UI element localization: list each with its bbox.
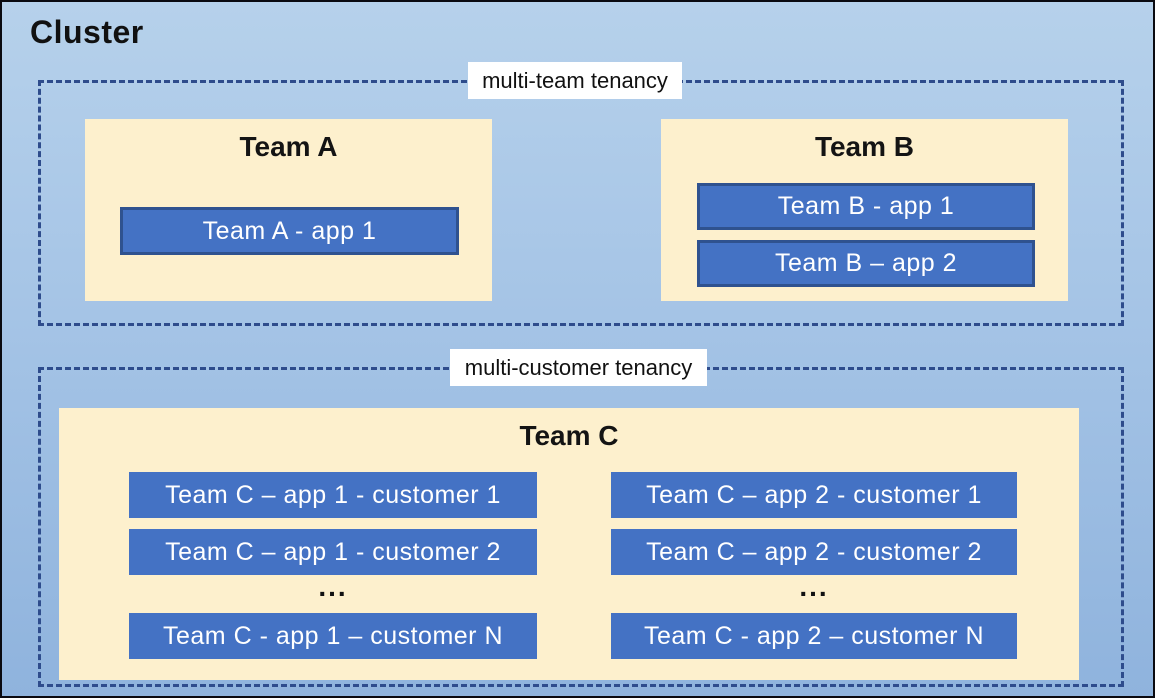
team-a-title: Team A [239,131,338,162]
team-c-title: Team C [519,420,619,451]
team-c-app-1-customer-1-box: Team C – app 1 - customer 1 [129,472,537,518]
team-c-app2-ellipsis: ... [799,571,829,602]
team-c-app2-column: Team C – app 2 - customer 1 Team C – app… [611,408,1017,680]
team-c-app-2-customer-1-box: Team C – app 2 - customer 1 [611,472,1017,518]
team-c-app1-ellipsis: ... [318,571,348,602]
team-b-title: Team B [814,131,915,162]
cluster-title: Cluster [30,14,144,50]
team-c-app-2-customer-n-box: Team C - app 2 – customer N [611,613,1017,659]
team-c-app-1-customer-n-box: Team C - app 1 – customer N [129,613,537,659]
team-c-box: Team C Team C – app 1 - customer 1 Team … [59,408,1079,680]
multi-customer-tenancy-label: multi-customer tenancy [450,349,707,386]
team-b-box: Team B Team B - app 1 Team B – app 2 [661,119,1068,301]
team-a-app-1-box: Team A - app 1 [120,207,459,255]
team-c-app-2-customer-2-box: Team C – app 2 - customer 2 [611,529,1017,575]
team-a-box: Team A Team A - app 1 [85,119,492,301]
multi-team-tenancy-label: multi-team tenancy [468,62,682,99]
team-b-app-1-box: Team B - app 1 [697,183,1035,230]
team-c-app-1-customer-2-box: Team C – app 1 - customer 2 [129,529,537,575]
team-b-app-2-box: Team B – app 2 [697,240,1035,287]
team-c-app1-column: Team C – app 1 - customer 1 Team C – app… [129,408,537,680]
